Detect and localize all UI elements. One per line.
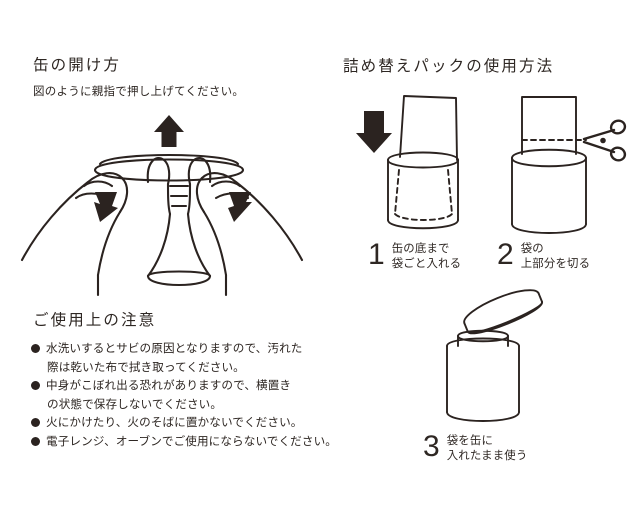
list-item: 中身がこぼれ出る恐れがありますので、横置き の状態で保存しないでください。	[31, 376, 321, 413]
list-item: 水洗いするとサビの原因となりますので、汚れた 際は乾いた布で拭き取ってください。	[31, 339, 321, 376]
bullet-dot-icon	[31, 343, 40, 353]
down-arrow-left-icon	[94, 192, 118, 222]
step-caption-3: 3 袋を缶に 入れたまま使う	[423, 432, 527, 462]
page-title-can-open: 缶の開け方	[33, 56, 122, 74]
list-item: 電子レンジ、オーブンでご使用にならないでください。	[31, 432, 337, 451]
bullet-dot-icon	[31, 417, 40, 427]
hands-opening-can-illustration	[20, 110, 304, 297]
step-caption-1: 1 缶の底まで 袋ごと入れる	[368, 240, 461, 270]
can-open-subtitle: 図のように親指で押し上げてください。	[33, 84, 245, 98]
caution-list: 水洗いするとサビの原因となりますので、汚れた 際は乾いた布で拭き取ってください。…	[31, 339, 337, 451]
up-arrow-icon	[154, 115, 184, 147]
step-text-2: 袋の 上部分を切る	[520, 241, 591, 270]
step2-illustration	[498, 92, 638, 242]
step-number-2: 2	[497, 238, 514, 271]
step-number-1: 1	[368, 238, 385, 271]
step-text-3: 袋を缶に 入れたまま使う	[446, 433, 528, 462]
step1-illustration	[356, 95, 488, 238]
bullet-dot-icon	[31, 380, 40, 390]
scissors-icon	[582, 119, 627, 162]
step-text-1: 缶の底まで 袋ごと入れる	[391, 241, 462, 270]
list-item: 火にかけたり、火のそばに置かないでください。	[31, 413, 321, 432]
step-caption-2: 2 袋の 上部分を切る	[497, 240, 590, 270]
down-arrow-right-icon	[228, 192, 252, 222]
step-number-3: 3	[423, 430, 440, 463]
step3-illustration	[425, 288, 585, 438]
down-arrow-icon	[356, 111, 392, 153]
bullet-dot-icon	[31, 436, 40, 446]
page-title-refill-usage: 詰め替えパックの使用方法	[343, 57, 555, 75]
bag-inside-dashed-outline	[394, 169, 453, 221]
caution-section-title: ご使用上の注意	[33, 311, 157, 329]
